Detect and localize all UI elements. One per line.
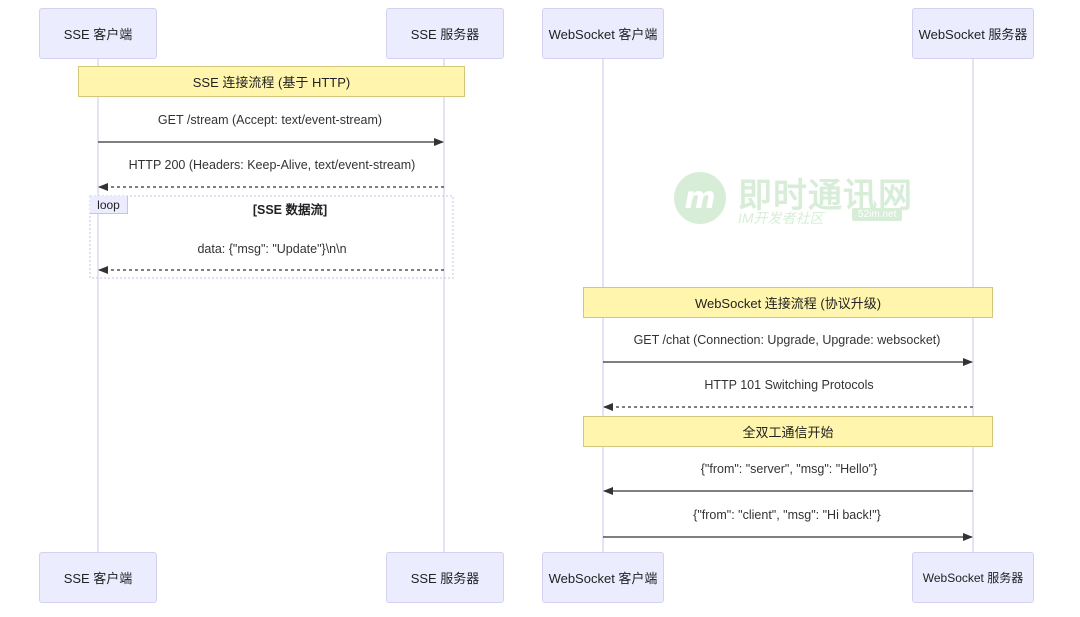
actor-ws-client-bottom: WebSocket 客户端 (542, 552, 664, 603)
actor-sse-server-bottom: SSE 服务器 (386, 552, 504, 603)
label-sse-response: HTTP 200 (Headers: Keep-Alive, text/even… (128, 158, 416, 172)
watermark-logo-icon: m (674, 172, 726, 224)
label-ws-client-msg: {"from": "client", "msg": "Hi back!"} (693, 508, 881, 522)
label-sse-data: data: {"msg": "Update"}\n\n (197, 242, 347, 256)
actor-ws-server-bottom: WebSocket 服务器 (912, 552, 1034, 603)
svg-text:m: m (684, 181, 715, 216)
actor-sse-client-bottom: SSE 客户端 (39, 552, 157, 603)
watermark-domain: 52im.net (852, 208, 903, 221)
label-ws-upgrade: GET /chat (Connection: Upgrade, Upgrade:… (633, 333, 941, 347)
loop-frame (89, 195, 454, 279)
note-ws-flow: WebSocket 连接流程 (协议升级) (583, 287, 993, 318)
note-sse-flow: SSE 连接流程 (基于 HTTP) (78, 66, 465, 97)
label-ws-switch: HTTP 101 Switching Protocols (704, 378, 874, 392)
watermark: m 即时通讯网 IM开发者社区 52im.net (672, 168, 932, 228)
actor-ws-server-top: WebSocket 服务器 (912, 8, 1034, 59)
label-ws-server-msg: {"from": "server", "msg": "Hello"} (700, 462, 878, 476)
actor-sse-client-top: SSE 客户端 (39, 8, 157, 59)
note-full-duplex: 全双工通信开始 (583, 416, 993, 447)
actor-sse-server-top: SSE 服务器 (386, 8, 504, 59)
loop-label: [SSE 数据流] (252, 203, 328, 217)
watermark-subtitle: IM开发者社区 (738, 210, 824, 226)
watermark-title: 即时通讯网 (738, 176, 913, 216)
label-sse-request: GET /stream (Accept: text/event-stream) (157, 113, 383, 127)
loop-tag: loop (90, 196, 128, 214)
actor-ws-client-top: WebSocket 客户端 (542, 8, 664, 59)
